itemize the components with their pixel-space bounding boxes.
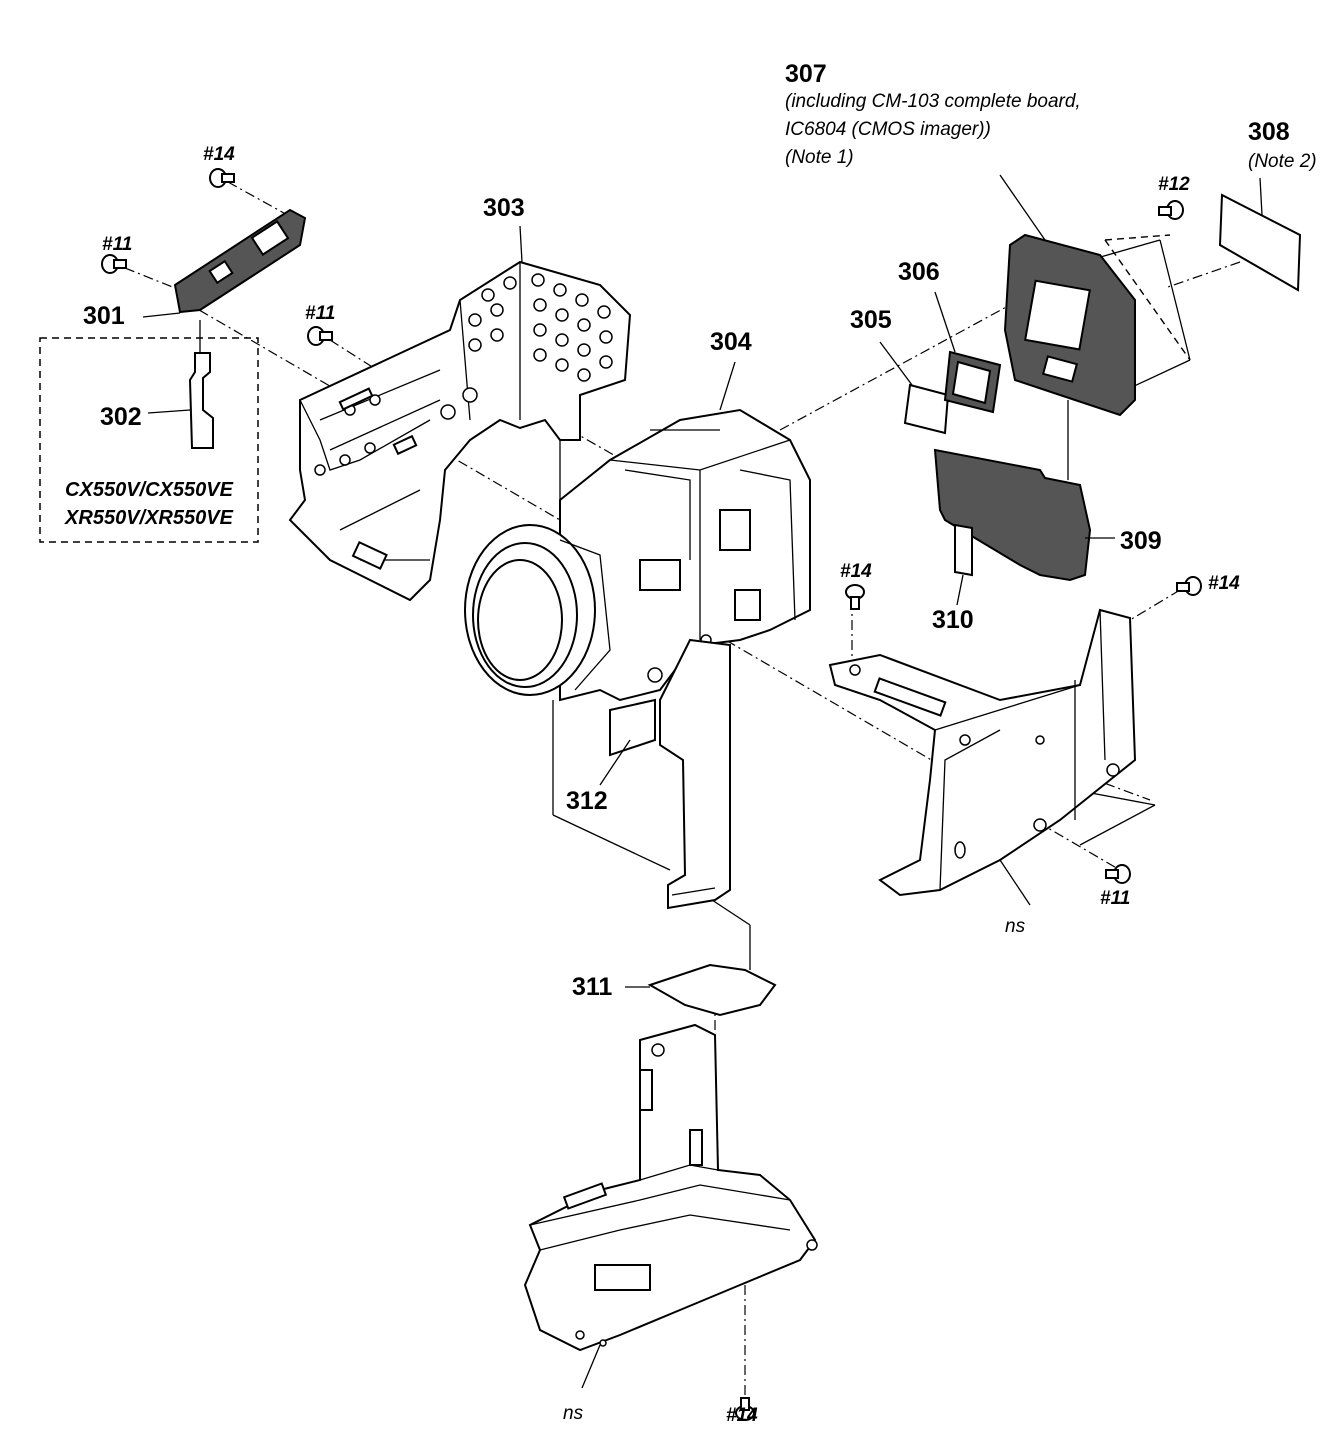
- label-screw-11-frame: #11: [305, 303, 336, 324]
- screw-14-bottom: [735, 1397, 755, 1421]
- label-screw-14-mid: #14: [840, 561, 872, 582]
- part-309-shield: [933, 448, 1092, 582]
- variant-models: CX550V/CX550VE XR550V/XR550VE: [44, 476, 254, 532]
- screw-14-right: [1176, 576, 1202, 596]
- bottom-frame: [523, 1023, 818, 1352]
- label-304: 304: [710, 328, 752, 356]
- label-305: 305: [850, 306, 892, 334]
- label-303: 303: [483, 194, 525, 222]
- label-leaders: [142, 174, 1263, 1389]
- part-305-filter: [903, 383, 950, 435]
- label-311: 311: [572, 973, 613, 1001]
- right-frame: [828, 608, 1137, 897]
- label-screw-14-bottom: #14: [726, 1405, 758, 1426]
- variant-line-2: XR550V/XR550VE: [65, 507, 233, 529]
- screw-12: [1158, 200, 1184, 220]
- part-310-strip: [954, 523, 973, 577]
- variant-box: [39, 337, 259, 543]
- screw-11-frame: [307, 326, 333, 346]
- label-ns-right: ns: [1005, 916, 1026, 937]
- label-308-note: (Note 2): [1248, 151, 1317, 172]
- frame-holes: [314, 273, 613, 476]
- screw-14-mid: [845, 584, 865, 610]
- label-301: 301: [83, 302, 125, 330]
- part-304-lens-block: [464, 408, 811, 702]
- screw-11-left: [101, 254, 127, 274]
- label-302: 302: [100, 403, 142, 431]
- label-309: 309: [1120, 527, 1162, 555]
- part-306-holder: [943, 350, 1002, 414]
- label-screw-14-right: #14: [1208, 573, 1240, 594]
- part-308-sheet: [1218, 193, 1302, 292]
- part-307-cmos-board: [1003, 233, 1136, 417]
- variant-line-1: CX550V/CX550VE: [65, 479, 233, 501]
- part-312-board: [609, 698, 656, 757]
- part-301-bracket: [173, 208, 307, 314]
- label-307-note-line2: IC6804 (CMOS imager)): [785, 119, 991, 140]
- flex-cable: [659, 638, 731, 910]
- label-ns-bottom: ns: [563, 1403, 584, 1424]
- label-306: 306: [898, 258, 940, 286]
- label-310: 310: [932, 606, 974, 634]
- label-307-note-line1: (including CM-103 complete board,: [785, 91, 1081, 112]
- screw-14-top: [209, 168, 235, 188]
- label-308: 308: [1248, 118, 1290, 146]
- label-312: 312: [566, 787, 608, 815]
- screw-11-bottom-right: [1105, 864, 1131, 884]
- part-303-frame: [288, 260, 632, 602]
- part-311-sheet: [647, 963, 777, 1017]
- label-screw-11-left: #11: [102, 234, 133, 255]
- label-screw-11-bottom-right: #11: [1100, 888, 1131, 909]
- label-screw-12: #12: [1158, 174, 1190, 195]
- label-307-note-line3: (Note 1): [785, 147, 854, 168]
- label-307: 307: [785, 60, 827, 88]
- part-302-strip: [188, 320, 214, 449]
- label-screw-14-top: #14: [203, 144, 235, 165]
